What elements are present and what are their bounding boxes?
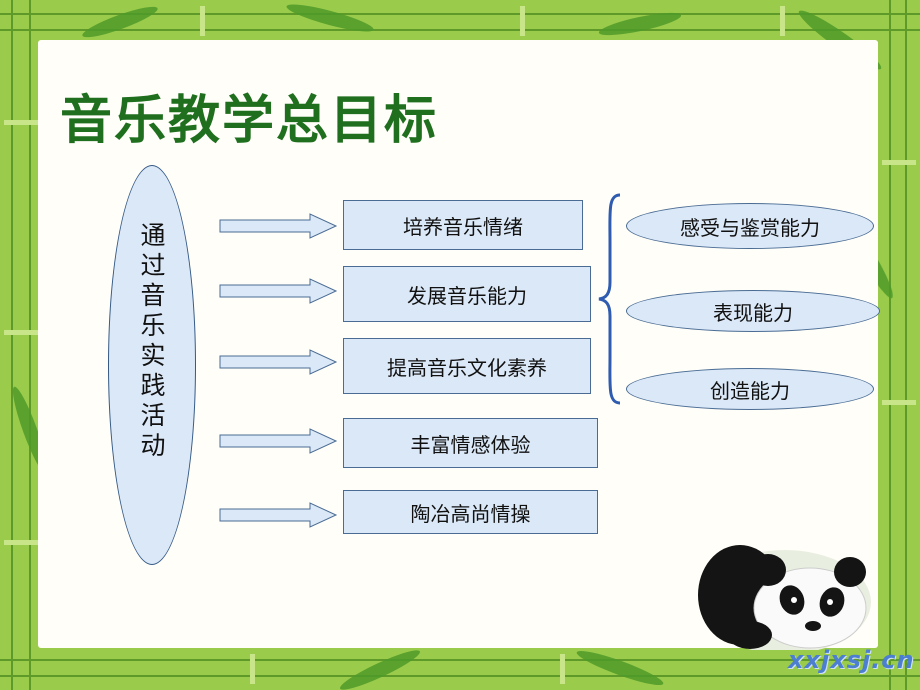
watermark: xxjxsj.cn: [788, 646, 915, 674]
ability-ellipse-2: 表现能力: [626, 290, 880, 332]
arrow-goal-2: [219, 278, 338, 304]
arrow-goal-1: [219, 213, 338, 239]
goal-box-1: 培养音乐情绪: [343, 200, 583, 250]
goal-box-3: 提高音乐文化素养: [343, 338, 591, 394]
activity-label: 通过音乐实践活动: [109, 221, 197, 461]
goal-box-5: 陶冶高尚情操: [343, 490, 598, 534]
goal-box-4: 丰富情感体验: [343, 418, 598, 468]
arrow-goal-3: [219, 349, 338, 375]
activity-label-char: 乐: [140, 311, 166, 340]
activity-label-char: 通: [140, 221, 166, 250]
activity-label-char: 动: [140, 431, 166, 460]
arrow-goal-5: [219, 502, 338, 528]
activity-label-char: 践: [140, 371, 166, 400]
page-title: 音乐教学总目标: [60, 91, 439, 151]
activity-label-char: 过: [140, 251, 166, 280]
arrows-group: [219, 213, 338, 528]
goal-box-2: 发展音乐能力: [343, 266, 591, 322]
activity-label-char: 音: [140, 281, 166, 310]
arrow-goal-4: [219, 428, 338, 454]
activity-ellipse: 通过音乐实践活动: [108, 165, 196, 565]
activity-label-char: 活: [140, 401, 166, 430]
activity-label-char: 实: [140, 341, 166, 370]
panda-image: [698, 545, 871, 650]
ability-ellipse-1: 感受与鉴赏能力: [626, 203, 874, 249]
brace: [598, 193, 621, 405]
ability-ellipse-3: 创造能力: [626, 368, 874, 410]
